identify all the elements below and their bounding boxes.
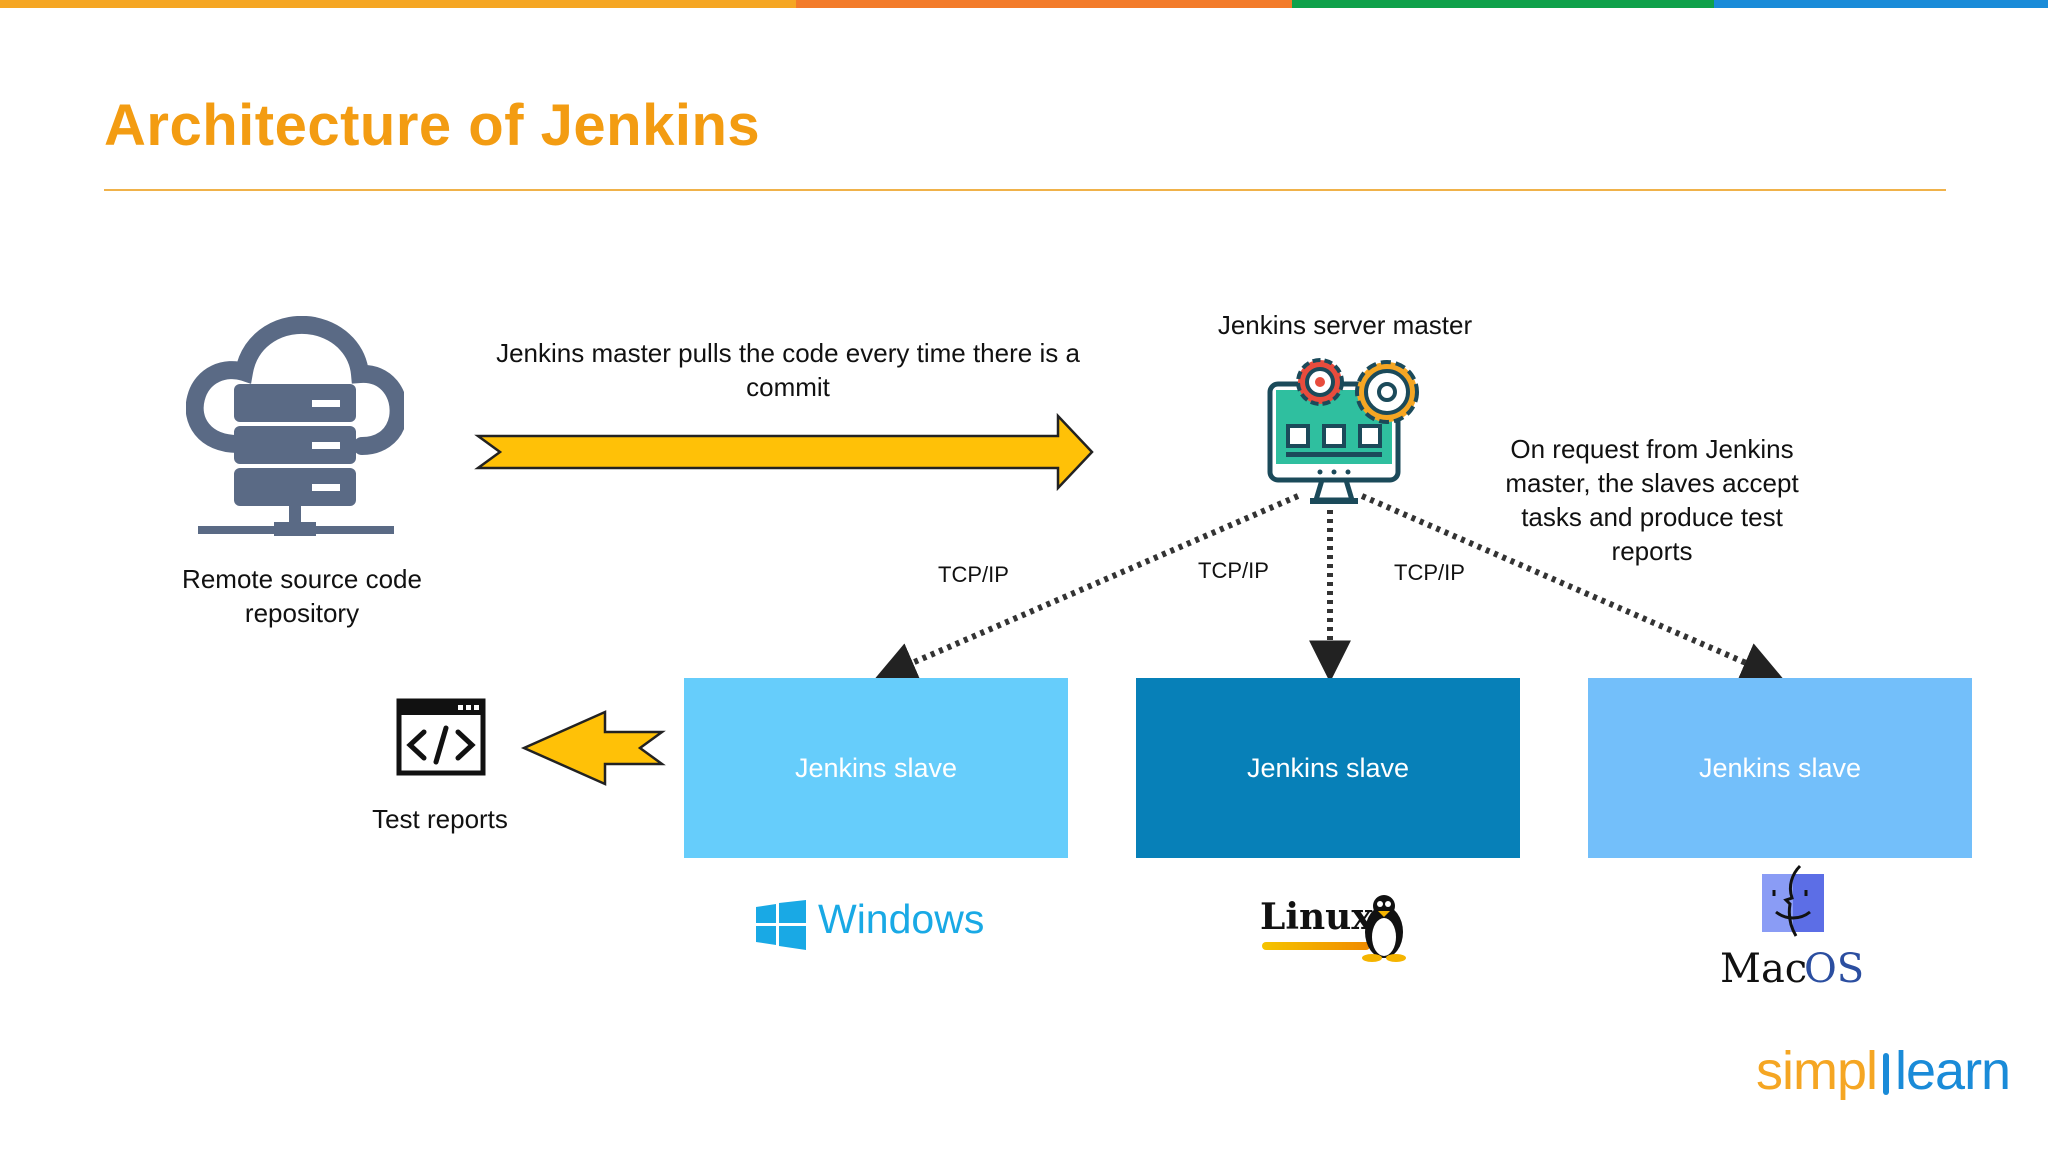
title-divider: [104, 189, 1946, 191]
top-accent-bar-green: [1292, 0, 1714, 8]
mac-finder-icon: [1762, 864, 1824, 937]
top-accent-bar-red: [796, 0, 1292, 8]
master-label: Jenkins server master: [1217, 310, 1473, 340]
jenkins-slave-linux-label: Jenkins slave: [1246, 752, 1410, 783]
top-accent-bar-blue: [1714, 0, 2048, 8]
cloud-server-icon: [186, 316, 404, 536]
jenkins-slave-linux: Jenkins slave: [1136, 678, 1520, 858]
brand-text-simpl: simpl: [1756, 1041, 1878, 1101]
repo-label: Remote source code repository: [182, 564, 422, 628]
tcpip-line-left: [874, 493, 1300, 682]
pull-arrow-label: Jenkins master pulls the code every time…: [496, 338, 1080, 402]
mac-logo-text-os: OS: [1804, 946, 1865, 992]
linux-logo-text: Linux: [1260, 896, 1373, 938]
test-reports-arrow: [520, 710, 666, 786]
page-title: Architecture of Jenkins: [104, 93, 761, 158]
tcpip-label-middle: TCP/IP: [1198, 558, 1269, 583]
tcpip-label-left: TCP/IP: [938, 562, 1009, 587]
master-note: On request from Jenkins master, the slav…: [1505, 434, 1799, 566]
code-window-icon: [396, 698, 486, 776]
windows-flag-icon: [756, 900, 806, 950]
test-reports-label: Test reports: [372, 804, 508, 834]
macos-logo: Mac OS: [1718, 864, 1868, 996]
windows-logo: Windows: [756, 896, 1016, 952]
mac-logo-text-mac: Mac: [1720, 946, 1808, 992]
computer-gears-icon: [1267, 358, 1419, 504]
brand-separator-icon: [1883, 1053, 1890, 1095]
simplilearn-logo: simpl learn: [1756, 1040, 2011, 1102]
tcpip-label-right: TCP/IP: [1394, 560, 1465, 585]
jenkins-slave-windows-label: Jenkins slave: [794, 752, 958, 783]
tcpip-line-right: [1360, 493, 1784, 682]
top-accent-bar-orange: [0, 0, 796, 8]
brand-text-learn: learn: [1895, 1041, 2011, 1101]
windows-logo-text: Windows: [818, 896, 985, 942]
jenkins-slave-mac: Jenkins slave: [1588, 678, 1972, 858]
linux-swoosh: [1262, 942, 1370, 950]
pull-arrow: [474, 412, 1094, 492]
jenkins-slave-windows: Jenkins slave: [684, 678, 1068, 858]
jenkins-slave-mac-label: Jenkins slave: [1698, 752, 1862, 783]
tux-penguin-icon: [1362, 895, 1406, 962]
linux-logo: Linux: [1256, 890, 1416, 970]
